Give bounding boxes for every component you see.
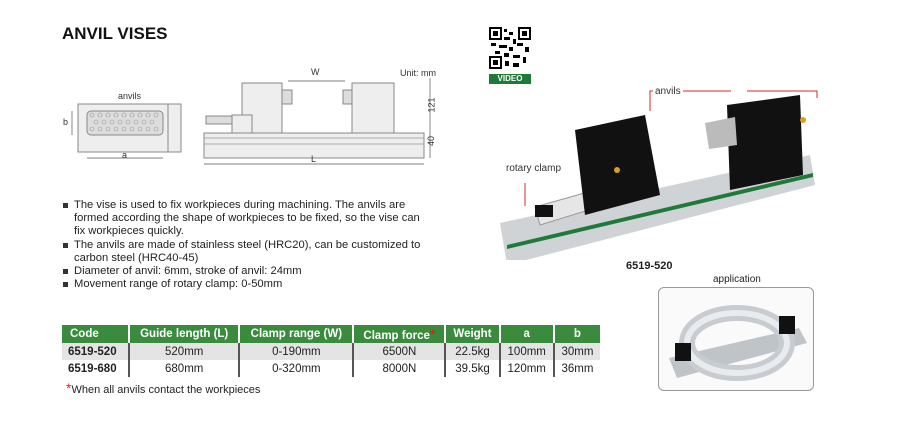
page-title: ANVIL VISES — [62, 24, 168, 43]
cell-guide-length: 680mm — [129, 360, 241, 377]
asterisk-marker: * — [429, 326, 436, 342]
footnote: *When all anvils contact the workpieces — [66, 380, 260, 396]
model-number-label: 6519-520 — [626, 260, 673, 272]
footnote-text: When all anvils contact the workpieces — [71, 384, 261, 396]
cell-b: 36mm — [553, 360, 600, 377]
l-dimension-label: L — [311, 154, 317, 164]
a-dimension-label: a — [122, 150, 128, 160]
table-header-row: Code Guide length (L) Clamp range (W) Cl… — [62, 325, 600, 343]
feature-item: Movement range of rotary clamp: 0-50mm — [62, 278, 422, 291]
height-40-label: 40 — [426, 135, 437, 147]
footnote-asterisk: * — [66, 380, 72, 396]
cell-code: 6519-520 — [62, 343, 131, 360]
cell-clamp-force: 6500N — [353, 343, 447, 360]
anvils-callout: anvils — [653, 86, 683, 97]
qr-code-icon — [489, 27, 531, 69]
vise-side-view-drawing — [203, 78, 431, 165]
header-b: b — [553, 325, 600, 343]
height-121-label: 121 — [426, 97, 437, 113]
w-dimension-label: W — [311, 67, 320, 77]
application-photo — [658, 287, 814, 391]
header-clamp-range: Clamp range (W) — [239, 325, 355, 343]
qr-code-video-link[interactable]: VIDEO — [489, 27, 531, 84]
cell-weight: 39.5kg — [445, 360, 501, 377]
header-weight: Weight — [445, 325, 501, 343]
cell-a: 100mm — [499, 343, 555, 360]
feature-item: Diameter of anvil: 6mm, stroke of anvil:… — [62, 265, 422, 278]
feature-item: The vise is used to fix workpieces durin… — [62, 199, 422, 239]
b-dimension-label: b — [63, 117, 69, 127]
cell-guide-length: 520mm — [129, 343, 241, 360]
rotary-clamp-callout: rotary clamp — [506, 163, 562, 174]
table-row: 6519-680 680mm 0-320mm 8000N 39.5kg 120m… — [62, 360, 600, 377]
header-a: a — [499, 325, 555, 343]
header-guide-length: Guide length (L) — [129, 325, 241, 343]
feature-list: The vise is used to fix workpieces durin… — [62, 199, 422, 291]
specs-table: Code Guide length (L) Clamp range (W) Cl… — [62, 325, 600, 377]
table-row: 6519-520 520mm 0-190mm 6500N 22.5kg 100m… — [62, 343, 600, 360]
anvil-top-view-drawing — [71, 103, 182, 159]
header-code: Code — [62, 325, 131, 343]
cell-code: 6519-680 — [62, 360, 131, 377]
cell-weight: 22.5kg — [445, 343, 501, 360]
cell-a: 120mm — [499, 360, 555, 377]
header-clamp-force-text: Clamp force — [363, 330, 430, 342]
cell-clamp-force: 8000N — [353, 360, 447, 377]
cell-clamp-range: 0-190mm — [239, 343, 355, 360]
cell-b: 30mm — [553, 343, 600, 360]
product-photo — [500, 90, 818, 260]
cell-clamp-range: 0-320mm — [239, 360, 355, 377]
anvils-label: anvils — [118, 91, 142, 101]
unit-label: Unit: mm — [400, 68, 436, 78]
application-label: application — [713, 274, 761, 285]
feature-item: The anvils are made of stainless steel (… — [62, 239, 422, 265]
video-badge: VIDEO — [489, 74, 531, 84]
header-clamp-force: Clamp force* — [353, 325, 447, 343]
